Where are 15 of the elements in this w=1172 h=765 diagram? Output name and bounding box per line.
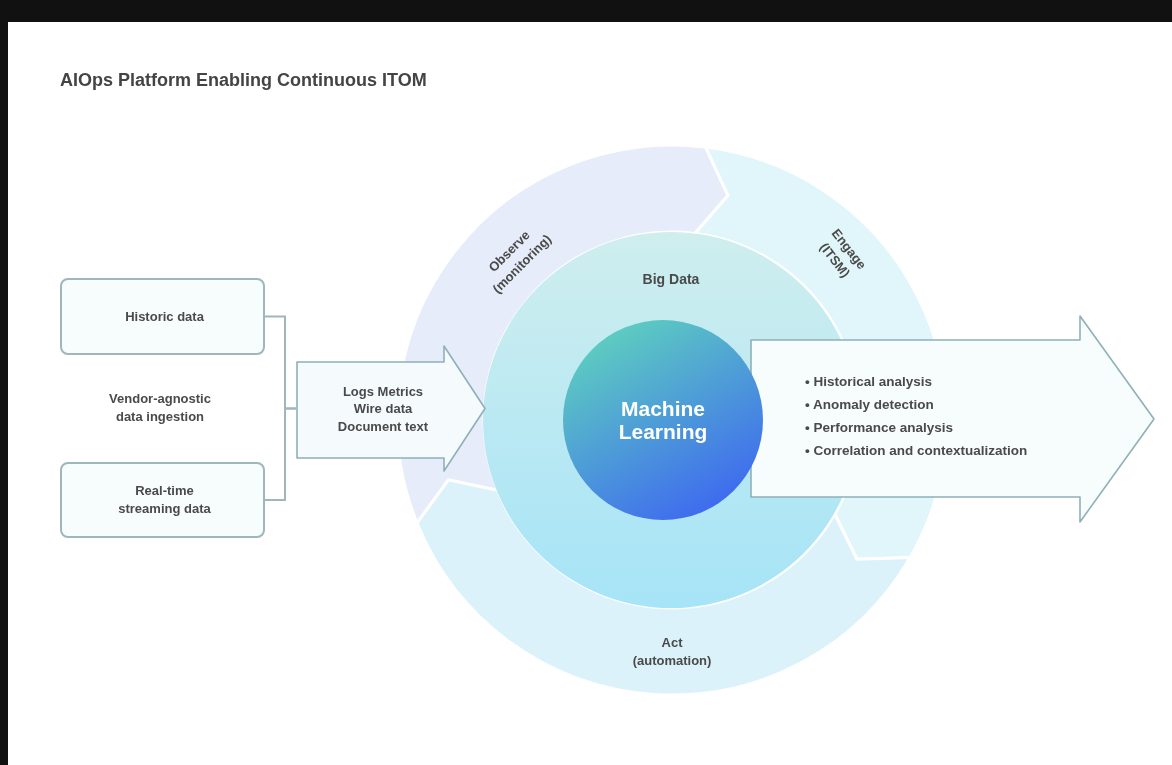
- process-box: [60, 462, 265, 538]
- diagram-title: AIOps Platform Enabling Continuous ITOM: [60, 70, 427, 91]
- process-box: [60, 278, 265, 355]
- box-label: Real-time streaming data: [117, 482, 212, 518]
- circle-label: Machine Learning: [617, 396, 709, 444]
- cycle-label: Act (automation): [631, 634, 713, 670]
- bullet-item: • Historical analysis: [805, 373, 934, 391]
- circle-label: Big Data: [641, 270, 701, 289]
- bullet-item: • Performance analysis: [805, 418, 955, 437]
- note-label: Vendor-agnostic data ingestion: [108, 390, 212, 426]
- bullet-item: • Correlation and contextualization: [805, 441, 1028, 460]
- bullet-item: • Anomaly detection: [805, 395, 935, 414]
- arrow-label: Logs Metrics Wire data Document text: [336, 382, 430, 435]
- bracket-connector: [264, 407, 297, 501]
- box-label: Historic data: [124, 307, 205, 326]
